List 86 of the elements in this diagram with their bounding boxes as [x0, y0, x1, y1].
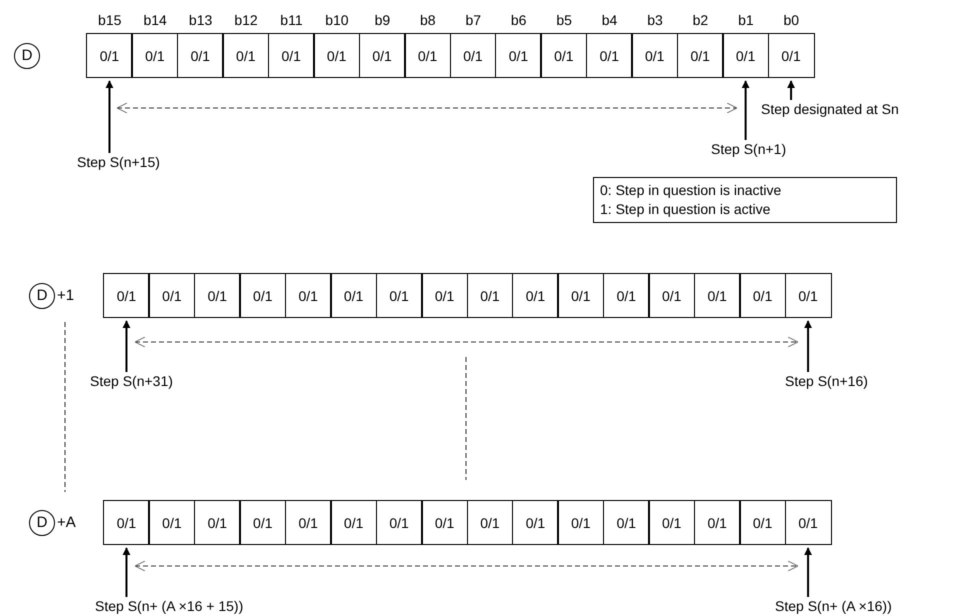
bit-cell: 0/1: [103, 273, 150, 318]
bit-cell: 0/1: [450, 33, 496, 78]
bit-label: b5: [556, 12, 572, 28]
bit-label: b9: [374, 12, 390, 28]
bit-cell: 0/1: [284, 273, 332, 318]
step-label: Step S(n+15): [77, 154, 160, 170]
bit-cell: 0/1: [404, 33, 452, 78]
note-box: [593, 177, 897, 223]
bit-cell: 0/1: [739, 500, 786, 545]
bit-cell: 0/1: [376, 500, 423, 545]
bit-cell: 0/1: [694, 500, 741, 545]
note-text: 0: Step in question is inactive: [600, 181, 782, 200]
bit-cell: 0/1: [103, 500, 150, 545]
bit-cell: 0/1: [466, 500, 514, 545]
bit-label: b8: [420, 12, 436, 28]
bit-label: b1: [738, 12, 754, 28]
offset-label: +1: [57, 286, 74, 304]
bit-label: b0: [784, 12, 800, 28]
bit-cell: 0/1: [631, 33, 678, 78]
bit-label: b2: [692, 12, 708, 28]
bit-label: b3: [647, 12, 663, 28]
arrow: [804, 320, 812, 372]
bit-cell: 0/1: [540, 33, 588, 78]
bit-cell: 0/1: [330, 500, 378, 545]
bit-label: b7: [465, 12, 482, 28]
register-symbol: D: [29, 510, 55, 536]
bit-label: b15: [98, 12, 122, 28]
arrow: [742, 80, 750, 140]
bit-cell: 0/1: [176, 33, 224, 78]
bit-cell: 0/1: [421, 273, 468, 318]
bit-cell: 0/1: [358, 33, 406, 78]
bit-label: b11: [280, 12, 303, 28]
register-symbol: D: [29, 282, 55, 308]
bit-cell: 0/1: [739, 273, 786, 318]
bit-cell: 0/1: [194, 273, 241, 318]
bit-cell: 0/1: [784, 273, 832, 318]
bit-cell: 0/1: [222, 33, 270, 78]
bit-label: b10: [325, 12, 349, 28]
bit-cell: 0/1: [784, 500, 832, 545]
bit-cell: 0/1: [148, 273, 196, 318]
bit-cell: 0/1: [194, 500, 241, 545]
bit-cell: 0/1: [512, 273, 559, 318]
step-label: Step S(n+16): [785, 373, 868, 389]
bit-cell: 0/1: [648, 273, 696, 318]
bit-cell: 0/1: [466, 273, 514, 318]
note-text: 1: Step in question is active: [600, 200, 772, 219]
bit-cell: 0/1: [557, 500, 604, 545]
arrow: [122, 320, 130, 372]
bit-cell: 0/1: [239, 273, 286, 318]
bit-cell: 0/1: [768, 33, 815, 78]
offset-label: +A: [57, 514, 76, 530]
bit-cell: 0/1: [268, 33, 315, 78]
register-symbol: D: [14, 42, 40, 68]
bit-cell: 0/1: [602, 273, 650, 318]
bit-cell: 0/1: [239, 500, 286, 545]
bit-cell: 0/1: [284, 500, 332, 545]
step-label: Step S(n+ (A ×16 + 15)): [95, 598, 244, 614]
bit-label: b6: [510, 12, 526, 28]
bit-label: b14: [143, 12, 167, 28]
bit-cell: 0/1: [722, 33, 770, 78]
bit-label: b13: [188, 12, 212, 28]
bit-cell: 0/1: [648, 500, 696, 545]
step-label: Step S(n+31): [90, 373, 173, 389]
bit-cell: 0/1: [694, 273, 741, 318]
bit-cell: 0/1: [602, 500, 650, 545]
bit-label: b4: [602, 12, 618, 28]
bit-cell: 0/1: [148, 500, 196, 545]
bit-cell: 0/1: [676, 33, 724, 78]
step-label: Step S(n+ (A ×16)): [775, 598, 892, 614]
bit-cell: 0/1: [586, 33, 633, 78]
bit-cell: 0/1: [494, 33, 542, 78]
bit-cell: 0/1: [86, 33, 133, 78]
arrow: [787, 80, 796, 100]
bit-cell: 0/1: [421, 500, 468, 545]
bit-cell: 0/1: [313, 33, 360, 78]
bit-cell: 0/1: [557, 273, 604, 318]
step-label: Step designated at Sn: [761, 101, 899, 117]
bit-cell: 0/1: [376, 273, 423, 318]
bit-cell: 0/1: [330, 273, 378, 318]
arrow: [122, 547, 130, 597]
bit-cell: 0/1: [131, 33, 178, 78]
bit-cell: 0/1: [512, 500, 559, 545]
arrow: [804, 547, 812, 597]
bit-label: b12: [234, 12, 258, 28]
step-label: Step S(n+1): [711, 141, 786, 157]
arrow: [105, 80, 114, 153]
